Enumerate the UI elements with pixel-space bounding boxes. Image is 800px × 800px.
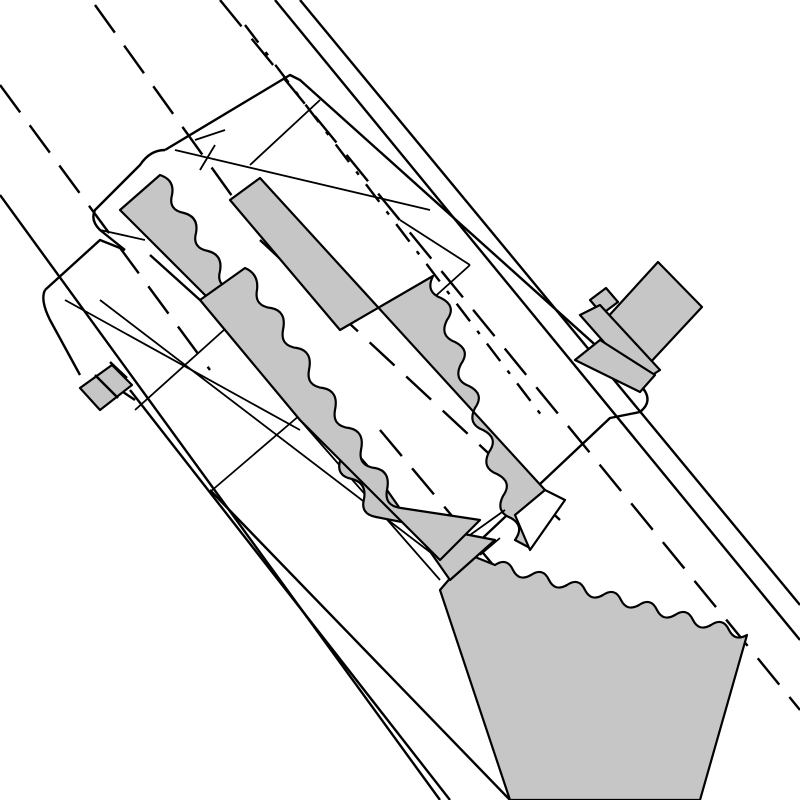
lower-wavy-jaw <box>149 254 482 562</box>
right-mounting-block <box>573 260 704 394</box>
slanted-gray-bar <box>228 176 562 550</box>
left-bolt <box>78 361 134 412</box>
detail-lines <box>99 129 567 556</box>
serrated-rail <box>438 553 749 800</box>
